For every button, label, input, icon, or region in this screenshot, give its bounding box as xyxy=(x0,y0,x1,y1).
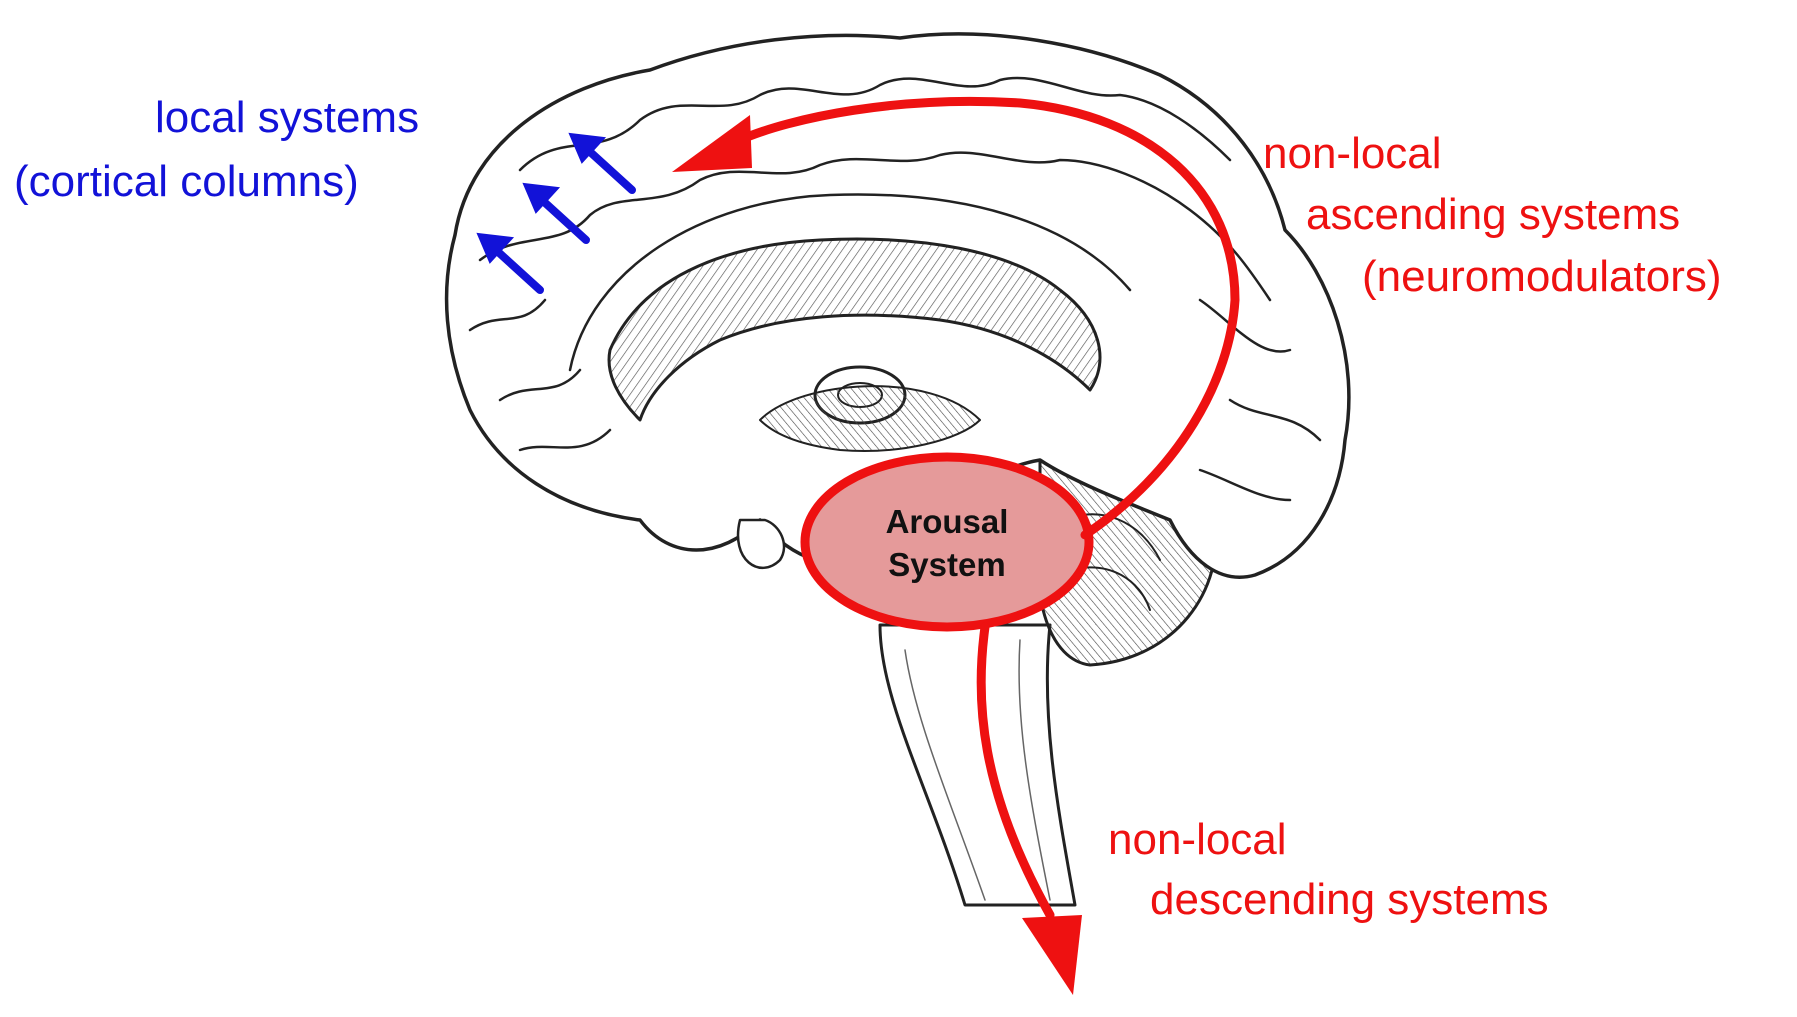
arousal-system-node xyxy=(800,452,1094,632)
ascending-nonlocal-label: non-local xyxy=(1263,129,1442,178)
local-arrows xyxy=(476,132,636,294)
ascending-arrow xyxy=(672,96,1240,540)
descending-arrow xyxy=(976,622,1082,995)
ascending-arrowhead xyxy=(672,115,752,172)
arousal-label-line1: Arousal xyxy=(885,503,1009,540)
brain-illustration xyxy=(444,32,1351,907)
corpus-callosum xyxy=(607,237,1102,422)
neuromodulators-label: (neuromodulators) xyxy=(1362,252,1722,301)
descending-nonlocal-label: non-local xyxy=(1108,815,1287,864)
ascending-systems-label: ascending systems xyxy=(1306,190,1681,239)
cortical-columns-label: (cortical columns) xyxy=(14,157,359,206)
arousal-label-line2: System xyxy=(888,546,1006,583)
brainstem xyxy=(878,623,1077,907)
descending-systems-label: descending systems xyxy=(1150,875,1549,924)
local-systems-label: local systems xyxy=(155,93,420,142)
descending-arrowhead xyxy=(1022,915,1082,995)
arousal-system-label: Arousal System xyxy=(812,500,1082,586)
